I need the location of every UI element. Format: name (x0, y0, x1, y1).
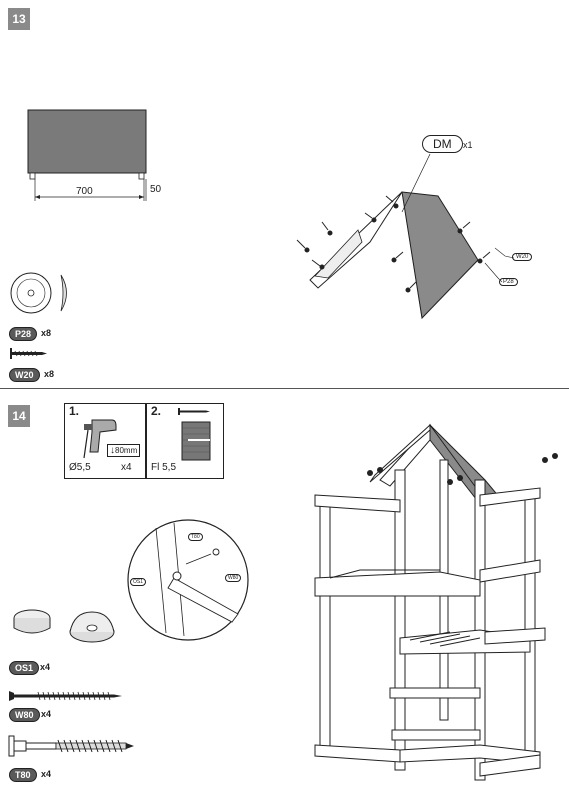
drill-qty-label: x4 (121, 462, 132, 473)
step-number-13: 13 (8, 8, 30, 30)
part-tag-os1: OS1 (9, 661, 40, 675)
roof-panel-drawing (27, 109, 147, 201)
detail-label-t80: T80 (188, 533, 203, 541)
insert-screw-icon (178, 408, 210, 415)
wood-block-icon (181, 421, 211, 461)
instruction-box-drill (64, 403, 146, 479)
step-divider (0, 388, 569, 389)
part-tag-w20: W20 (9, 368, 40, 382)
part-qty-p28: x8 (41, 328, 52, 338)
detail-label-os1: OS1 (130, 578, 147, 586)
part-tag-w80: W80 (9, 708, 40, 722)
drill-icon (83, 419, 117, 459)
step-number-14: 14 (8, 405, 30, 427)
cap-icon (13, 609, 115, 643)
part-qty-w20: x8 (44, 369, 55, 379)
part-tag-t80: T80 (9, 768, 37, 782)
drill-diameter-label: Ø5,5 (69, 462, 91, 473)
insert-size-label: Fl 5,5 (151, 462, 177, 473)
short-screw-icon (10, 348, 47, 359)
down-arrow-icon: ↓ (110, 445, 115, 456)
play-tower-drawing (314, 423, 558, 781)
depth-marker: ↓80mm (107, 444, 141, 457)
washer-icon (10, 272, 67, 314)
lag-bolt-icon (8, 735, 134, 757)
callout-dm-qty: x1 (463, 140, 473, 150)
part-qty-os1: x4 (40, 662, 51, 672)
panel-width-label: 700 (76, 186, 93, 197)
part-qty-w80: x4 (41, 709, 52, 719)
long-screw-icon (9, 691, 122, 701)
drill-depth-label: 80mm (115, 446, 138, 455)
detail-circle-drawing (127, 519, 249, 641)
callout-w20: W20 (512, 253, 533, 261)
instruction-box-insert (146, 403, 224, 479)
callout-dm: DM (422, 135, 463, 153)
instruction-step-2: 2. (151, 404, 162, 418)
instruction-step-1: 1. (69, 404, 80, 418)
part-qty-t80: x4 (41, 769, 52, 779)
callout-p28: P28 (499, 278, 518, 286)
roof-assembly-drawing (296, 153, 515, 320)
part-tag-p28: P28 (9, 327, 38, 341)
panel-thickness-label: 50 (150, 184, 162, 195)
detail-label-w80: W80 (225, 574, 242, 582)
